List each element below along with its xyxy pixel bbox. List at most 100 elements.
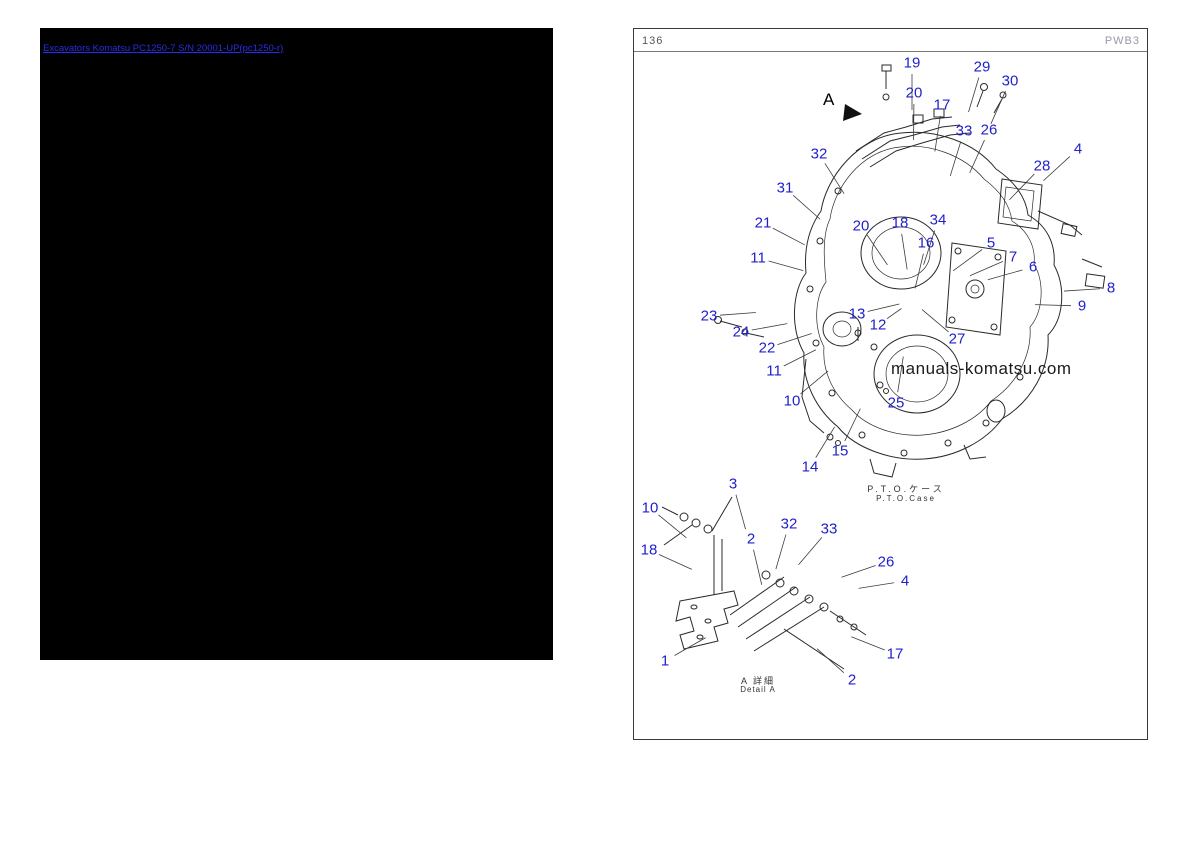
callout-leader-line (841, 565, 876, 578)
callout-number: 2 (847, 671, 857, 689)
callout-number: 19 (903, 54, 921, 72)
view-a-arrow-icon (843, 104, 862, 121)
callout-number: 12 (869, 316, 887, 334)
callout-number: 21 (754, 214, 772, 232)
callout-number: 33 (820, 520, 838, 538)
callout-leader-line (921, 309, 949, 333)
callout-number: 14 (801, 458, 819, 476)
callout-leader-line (1009, 173, 1035, 201)
callout-leader-line (719, 312, 756, 316)
callout-leader-line (783, 349, 817, 367)
callout-number: 27 (948, 330, 966, 348)
callout-leader-line (901, 233, 908, 270)
detail-caption-en: Detail A (740, 685, 776, 694)
callout-leader-line (816, 648, 845, 673)
callout-leader-line (923, 230, 936, 265)
callout-leader-line (658, 554, 692, 570)
callout-leader-line (914, 253, 924, 289)
callout-number: 30 (1001, 72, 1019, 90)
pto-case-diagram (658, 64, 1106, 673)
callout-number: 22 (758, 339, 776, 357)
callout-leader-line (886, 308, 902, 319)
callout-number: 26 (877, 553, 895, 571)
callout-number: 23 (700, 307, 718, 325)
callout-leader-line (968, 77, 980, 113)
watermark: manuals-komatsu.com (891, 359, 1072, 378)
callout-leader-line (798, 537, 823, 566)
manual-cover-panel: Excavators Komatsu PC1250-7 S/N 20001-UP… (40, 28, 553, 660)
view-a-label: A (823, 90, 835, 109)
callout-leader-line (1064, 288, 1101, 292)
callout-leader-line (772, 227, 805, 246)
callout-number: 10 (641, 499, 659, 517)
callout-number: 10 (783, 392, 801, 410)
callout-number: 11 (750, 249, 766, 267)
callout-number: 8 (1106, 279, 1116, 297)
callout-leader-line (792, 195, 821, 220)
callout-leader-line (867, 303, 900, 312)
callout-number: 6 (1028, 258, 1038, 276)
callout-leader-line (969, 261, 1004, 277)
callout-leader-line (844, 408, 861, 442)
callout-leader-line (751, 323, 788, 331)
callout-number: 24 (732, 323, 750, 341)
callout-leader-line (775, 534, 787, 570)
callout-leader-line (824, 163, 845, 194)
callout-leader-line (949, 141, 962, 177)
callout-leader-line (851, 636, 885, 651)
callout-leader-line (735, 494, 746, 530)
callout-leader-line (866, 234, 888, 266)
callout-number: 17 (933, 96, 951, 114)
callout-number: 32 (780, 515, 798, 533)
callout-number: 18 (891, 214, 909, 232)
main-caption-jp: P.T.O.ケース (867, 484, 945, 494)
callout-leader-line (768, 260, 804, 272)
callout-number: 31 (776, 179, 794, 197)
header-rule (634, 51, 1147, 52)
callout-number: 13 (848, 305, 866, 323)
callout-number: 26 (980, 121, 998, 139)
callout-number: 5 (986, 234, 996, 252)
callout-number: 11 (766, 362, 782, 380)
callout-number: 34 (929, 211, 947, 229)
callout-number: 20 (852, 217, 870, 235)
manual-link[interactable]: Excavators Komatsu PC1250-7 S/N 20001-UP… (43, 43, 284, 54)
callout-number: 4 (1073, 140, 1083, 158)
callout-number: 2 (746, 530, 756, 548)
callout-leader-line (815, 426, 835, 458)
callout-number: 18 (640, 541, 658, 559)
callout-number: 1 (660, 652, 670, 670)
callout-number: 3 (728, 475, 738, 493)
callout-leader-line (674, 637, 706, 656)
callout-number: 15 (831, 442, 849, 460)
callout-leader-line (800, 370, 829, 395)
callout-leader-line (753, 549, 763, 585)
callout-leader-line (897, 356, 904, 393)
callout-leader-line (1043, 156, 1071, 182)
parts-page: 136 PWB3 (633, 28, 1148, 740)
callout-leader-line (777, 333, 812, 345)
callout-leader-line (969, 139, 985, 174)
callout-leader-line (952, 249, 983, 272)
callout-number: 4 (900, 572, 910, 590)
callout-leader-line (987, 269, 1023, 281)
callout-number: 33 (955, 122, 973, 140)
callout-number: 20 (905, 84, 923, 102)
callout-number: 32 (810, 145, 828, 163)
callout-number: 9 (1077, 297, 1087, 315)
callout-number: 25 (887, 394, 905, 412)
callout-leader-line (934, 115, 941, 152)
callout-leader-line (858, 582, 895, 589)
callout-number: 17 (886, 645, 904, 663)
callout-number: 29 (973, 58, 991, 76)
callout-leader-line (1035, 304, 1072, 307)
callout-leader-line (990, 90, 1006, 125)
page-code: PWB3 (1104, 35, 1140, 47)
main-caption-en: P.T.O.Case (876, 494, 936, 503)
callout-number: 7 (1008, 248, 1018, 266)
detail-caption-jp: A 詳細 (740, 676, 776, 686)
callout-leader-line (658, 514, 687, 539)
page-number: 136 (642, 35, 664, 47)
callout-number: 28 (1033, 157, 1051, 175)
